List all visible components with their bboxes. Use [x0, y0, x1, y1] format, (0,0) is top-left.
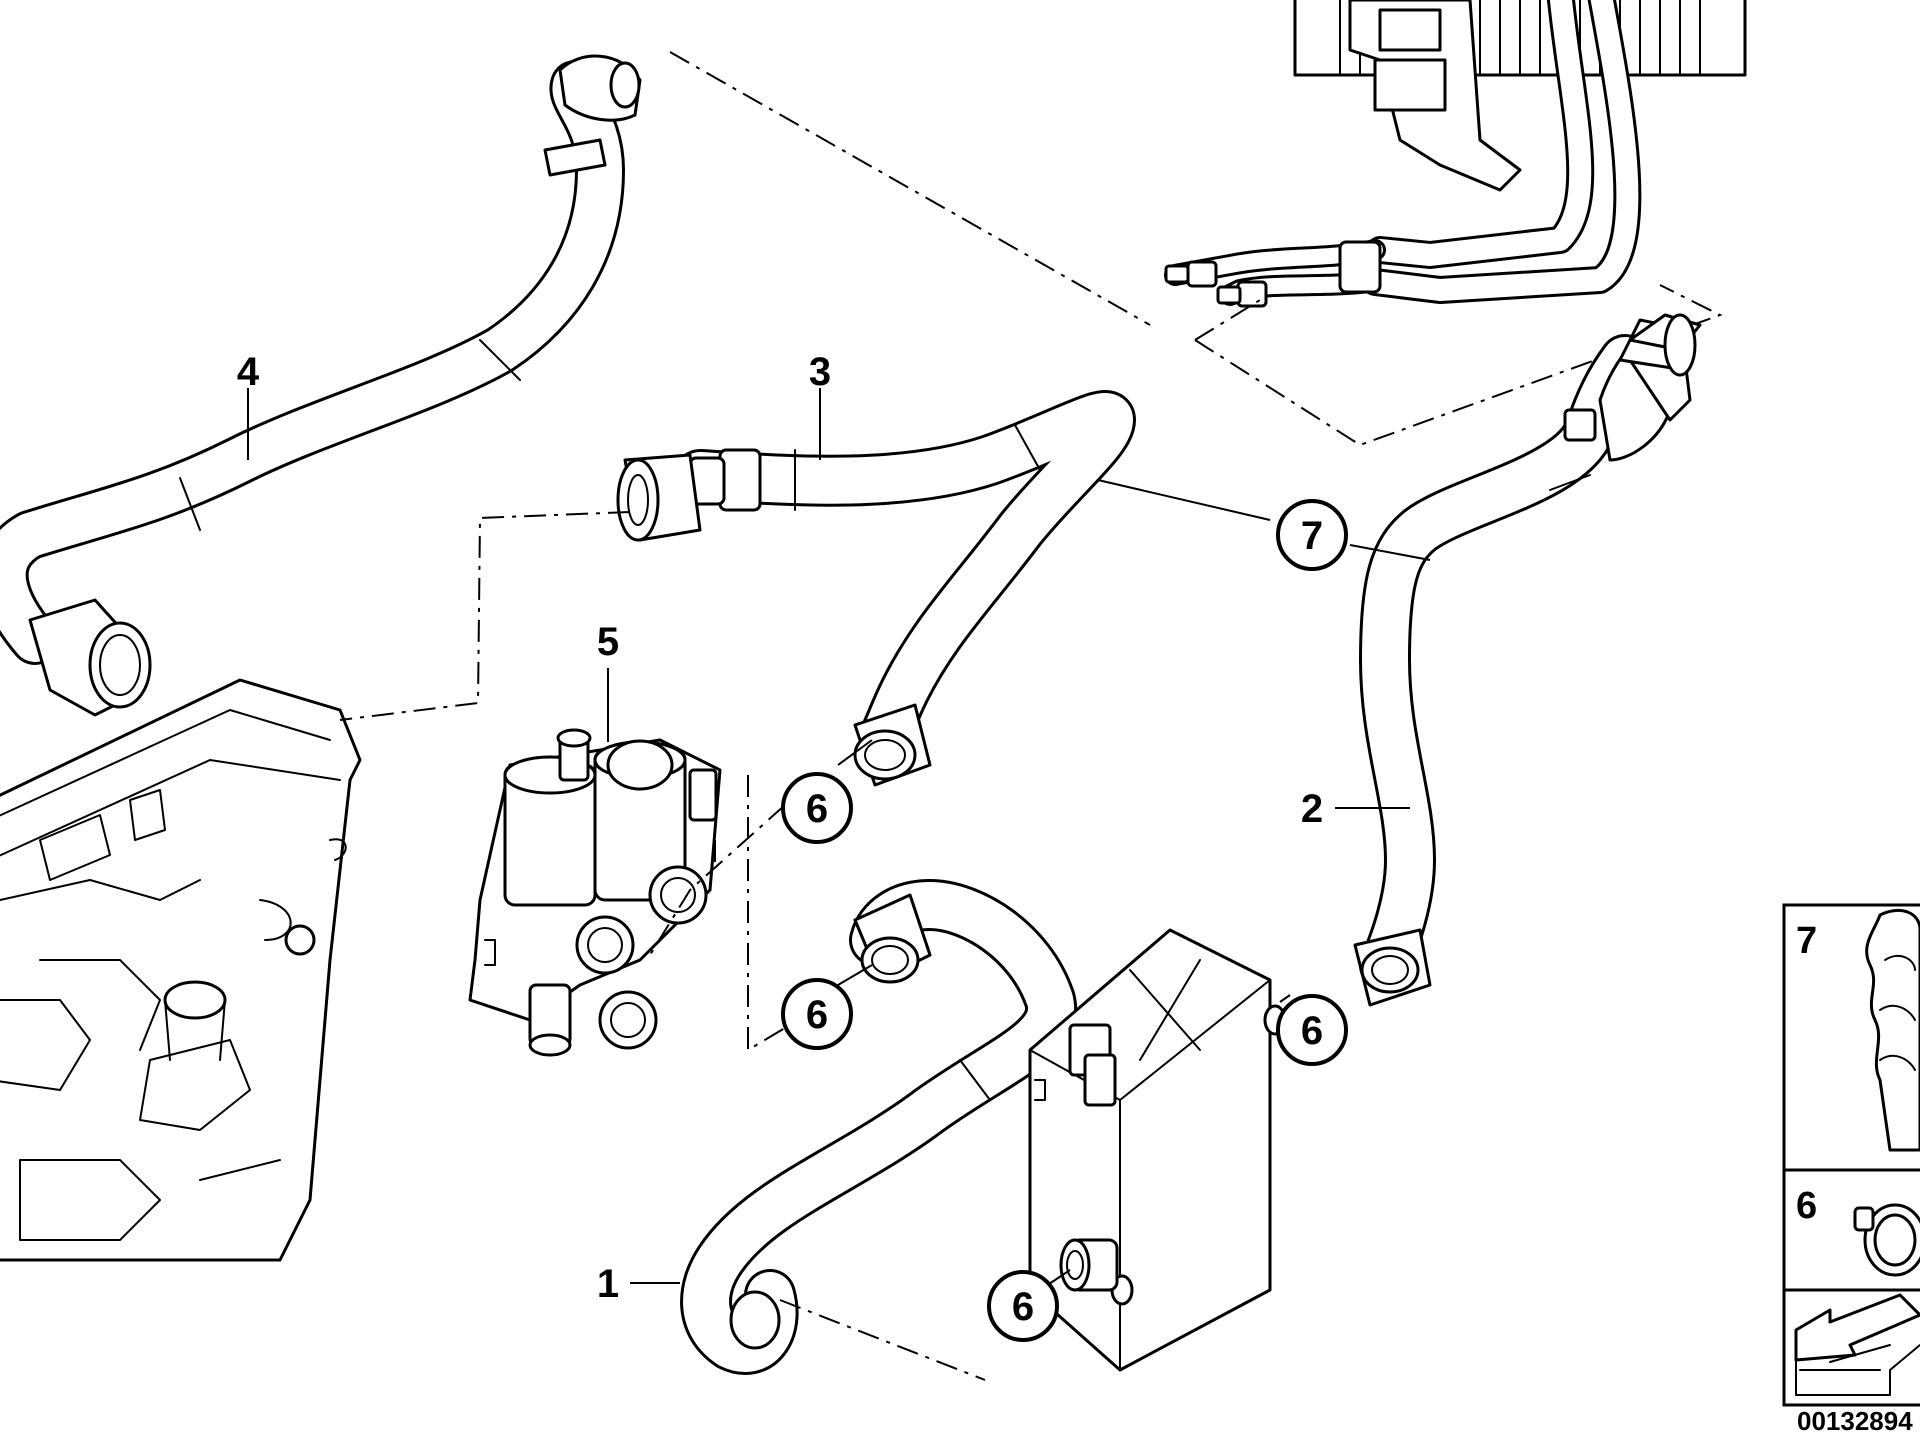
- label-hose-3: 3: [809, 350, 831, 394]
- callout-clamp-6-c: 6: [1276, 994, 1348, 1066]
- callouts: 7 6 6 6 6: [781, 499, 1348, 1342]
- callout-clamp-6-a-number: 6: [806, 787, 828, 831]
- callout-clamp-7-number: 7: [1301, 514, 1323, 558]
- label-valve-5: 5: [597, 620, 619, 664]
- label-hose-2: 2: [1301, 787, 1323, 831]
- engine-block: [0, 678, 362, 1262]
- arrow-icon: [1794, 1293, 1920, 1362]
- callout-clamp-7: 7: [1276, 499, 1348, 571]
- label-hose-4: 4: [237, 350, 260, 394]
- callout-clamp-6-b: 6: [781, 978, 853, 1050]
- valve-5[interactable]: [468, 728, 722, 1057]
- legend-direction: [1794, 1293, 1920, 1396]
- heater-pipes: [1164, 0, 1642, 308]
- legend-clip: 7: [1796, 909, 1920, 1152]
- callout-clamp-6-d-number: 6: [1012, 1285, 1034, 1329]
- label-hose-1: 1: [597, 1262, 619, 1306]
- callout-clamp-6-d: 6: [987, 1270, 1059, 1342]
- legend-panel: 7 6: [1782, 903, 1920, 1407]
- hose-3[interactable]: [616, 390, 1136, 787]
- legend-clamp: 6: [1796, 1185, 1920, 1277]
- callout-clamp-6-b-number: 6: [806, 993, 828, 1037]
- callout-clamp-6-a: 6: [781, 772, 853, 844]
- heater-core: [1293, 0, 1747, 192]
- clip-icon: [1865, 909, 1920, 1152]
- part-labels: 4 3 5 2 1: [237, 350, 1323, 1306]
- legend-clamp-number: 6: [1796, 1185, 1817, 1227]
- legend-clip-number: 7: [1796, 920, 1817, 962]
- reference-dashed-box: [1194, 284, 1723, 447]
- hose-4[interactable]: [0, 54, 642, 717]
- hose-clamp-icon: [1853, 1203, 1920, 1277]
- diagram-reference-number: 00132894: [1797, 1406, 1913, 1436]
- hose-2[interactable]: [1353, 313, 1702, 1007]
- auxiliary-pump[interactable]: [1028, 928, 1287, 1372]
- hose-1[interactable]: [680, 879, 1077, 1375]
- callout-clamp-6-c-number: 6: [1301, 1009, 1323, 1053]
